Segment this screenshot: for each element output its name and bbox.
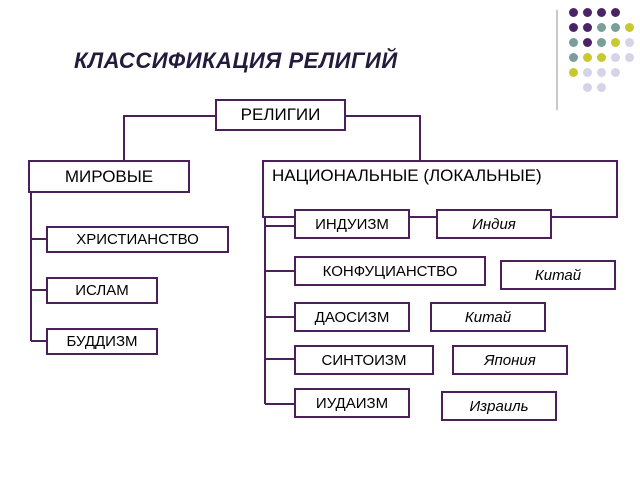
country-china-2: Китай [430, 302, 546, 332]
decorative-dot [583, 83, 592, 92]
country-japan: Япония [452, 345, 568, 375]
decorative-dot [611, 38, 620, 47]
decorative-dot [597, 8, 606, 17]
national-religion-judaism: ИУДАИЗМ [294, 388, 410, 418]
category-box-national: НАЦИОНАЛЬНЫЕ (ЛОКАЛЬНЫЕ) [262, 160, 618, 218]
country-israel: Израиль [441, 391, 557, 421]
decorative-dot [583, 68, 592, 77]
national-religion-confucianism: КОНФУЦИАНСТВО [294, 256, 486, 286]
decorative-dot [569, 38, 578, 47]
decorative-dot [569, 68, 578, 77]
world-religion-islam: ИСЛАМ [46, 277, 158, 304]
decorative-dot [583, 38, 592, 47]
decorative-dot [597, 68, 606, 77]
decorative-dot [583, 23, 592, 32]
decorative-dot [625, 23, 634, 32]
decorative-dot [611, 68, 620, 77]
decorative-dot [569, 53, 578, 62]
decorative-dot [597, 23, 606, 32]
world-religion-christianity: ХРИСТИАНСТВО [46, 226, 229, 253]
decorative-dot [583, 8, 592, 17]
decorative-dot [611, 8, 620, 17]
decorative-dot [625, 53, 634, 62]
category-box-world: МИРОВЫЕ [28, 160, 190, 193]
decorative-dot [625, 38, 634, 47]
connector-root-world [123, 115, 215, 161]
root-box-religions: РЕЛИГИИ [215, 99, 346, 131]
national-religion-taoism: ДАОСИЗМ [294, 302, 410, 332]
decorative-dot [611, 23, 620, 32]
decorative-dot [611, 53, 620, 62]
decorative-vertical-rule [556, 10, 558, 110]
connector-root-national [346, 115, 421, 161]
decorative-dot [569, 8, 578, 17]
national-religion-hinduism: ИНДУИЗМ [294, 209, 410, 239]
country-china-1: Китай [500, 260, 616, 290]
decorative-dot [583, 53, 592, 62]
decorative-dot [597, 83, 606, 92]
country-india: Индия [436, 209, 552, 239]
decorative-dot [597, 53, 606, 62]
page-title: КЛАССИФИКАЦИЯ РЕЛИГИЙ [74, 48, 398, 73]
decorative-dot [597, 38, 606, 47]
world-religion-buddhism: БУДДИЗМ [46, 328, 158, 355]
decorative-dot [569, 23, 578, 32]
national-religion-shinto: СИНТОИЗМ [294, 345, 434, 375]
